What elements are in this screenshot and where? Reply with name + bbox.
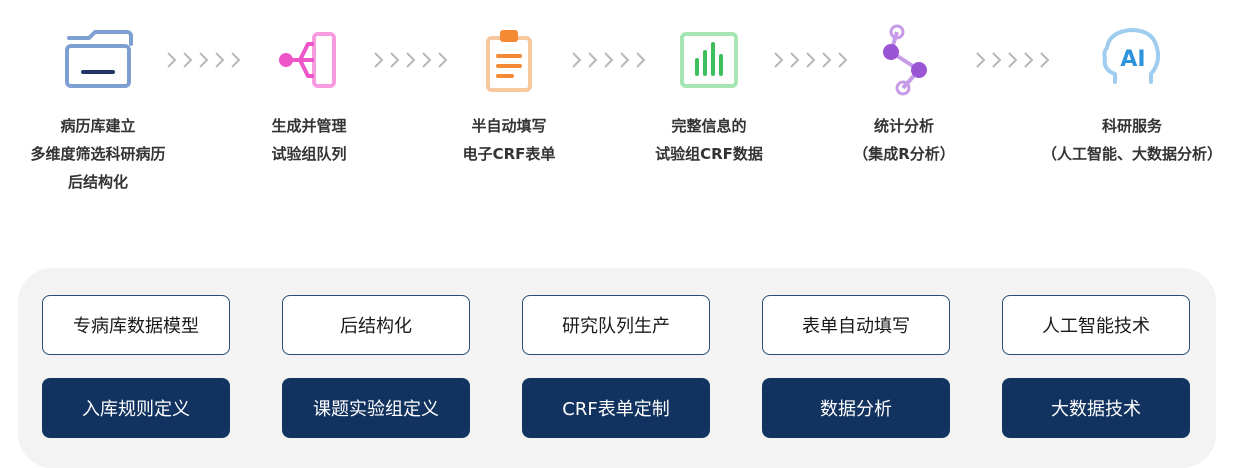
- module-bottom-3: CRF表单定制: [522, 378, 710, 438]
- step-3-line-2: 电子CRF表单: [462, 145, 556, 163]
- module-bottom-4: 数据分析: [762, 378, 950, 438]
- step-6-label: 科研服务 （人工智能、大数据分析）: [1032, 112, 1232, 168]
- step-5-line-1: 统计分析: [873, 117, 934, 135]
- flow-arrows-4: [774, 52, 848, 68]
- step-4-line-2: 试验组CRF数据: [655, 145, 763, 163]
- step-5: 统计分析 （集成R分析）: [814, 18, 994, 168]
- step-4: 完整信息的 试验组CRF数据: [619, 18, 799, 168]
- flow-arrows-1: [167, 52, 241, 68]
- step-1-line-2: 多维度筛选科研病历: [30, 145, 166, 163]
- step-1-line-3: 后结构化: [67, 173, 128, 191]
- branch-network-icon: [279, 32, 336, 88]
- step-5-label: 统计分析 （集成R分析）: [814, 112, 994, 168]
- step-3-label: 半自动填写 电子CRF表单: [419, 112, 599, 168]
- modules-panel: 专病库数据模型 后结构化 研究队列生产 表单自动填写 人工智能技术 入库规则定义…: [18, 268, 1216, 468]
- bar-chart-icon: [680, 32, 738, 88]
- step-1: 病历库建立 多维度筛选科研病历 后结构化: [8, 18, 188, 196]
- node-graph-icon: [883, 24, 927, 96]
- clipboard-icon: [486, 30, 532, 92]
- ai-icon-text: AI: [1120, 47, 1145, 72]
- module-top-4: 表单自动填写: [762, 295, 950, 355]
- flow-arrows-2: [374, 52, 448, 68]
- module-top-1: 专病库数据模型: [42, 295, 230, 355]
- module-top-5: 人工智能技术: [1002, 295, 1190, 355]
- folder-icon: [65, 30, 133, 88]
- step-4-label: 完整信息的 试验组CRF数据: [619, 112, 799, 168]
- module-top-2: 后结构化: [282, 295, 470, 355]
- step-1-label: 病历库建立 多维度筛选科研病历 后结构化: [8, 112, 188, 196]
- flow-arrows-3: [572, 52, 646, 68]
- module-bottom-5: 大数据技术: [1002, 378, 1190, 438]
- module-bottom-2: 课题实验组定义: [282, 378, 470, 438]
- step-6-line-2: （人工智能、大数据分析）: [1041, 145, 1222, 163]
- step-4-line-1: 完整信息的: [671, 117, 747, 135]
- step-2-line-1: 生成并管理: [271, 117, 347, 135]
- module-bottom-1: 入库规则定义: [42, 378, 230, 438]
- step-6-line-1: 科研服务: [1101, 117, 1162, 135]
- step-2: 生成并管理 试验组队列: [219, 18, 399, 168]
- ai-head-icon: AI: [1102, 28, 1161, 84]
- step-3-line-1: 半自动填写: [471, 117, 547, 135]
- step-2-label: 生成并管理 试验组队列: [219, 112, 399, 168]
- module-top-3: 研究队列生产: [522, 295, 710, 355]
- step-2-line-2: 试验组队列: [271, 145, 347, 163]
- step-6: AI 科研服务 （人工智能、大数据分析）: [1032, 18, 1232, 168]
- step-5-line-2: （集成R分析）: [853, 145, 955, 163]
- step-3: 半自动填写 电子CRF表单: [419, 18, 599, 168]
- flow-arrows-5: [976, 52, 1050, 68]
- step-1-line-1: 病历库建立: [60, 117, 136, 135]
